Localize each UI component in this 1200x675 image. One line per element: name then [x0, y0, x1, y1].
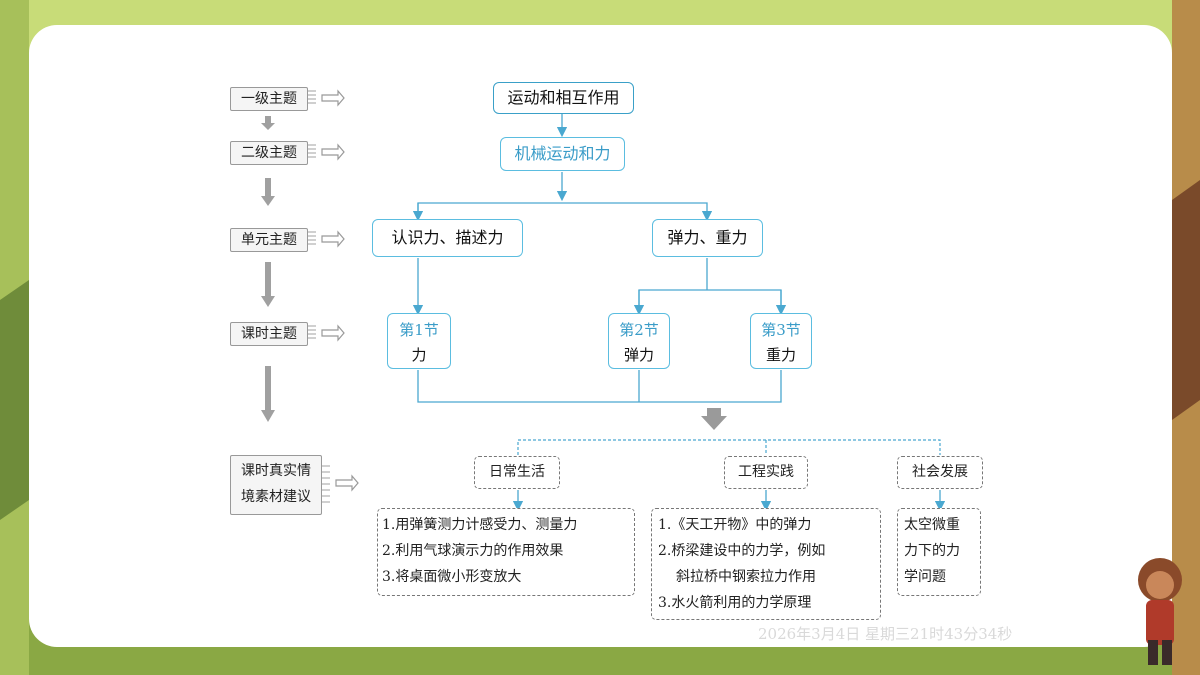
section-2-name: 弹力 — [623, 346, 654, 364]
daily-item-1: 1.用弹簧测力计感受力、测量力 — [382, 517, 578, 533]
daily-examples-box: 1.用弹簧测力计感受力、测量力 2.利用气球演示力的作用效果 3.将桌面微小形变… — [377, 508, 635, 596]
daily-item-3: 3.将桌面微小形变放大 — [382, 569, 522, 585]
engineering-item-3: 3.水火箭利用的力学原理 — [658, 595, 812, 611]
social-examples-box: 太空微重 力下的力 学问题 — [897, 508, 981, 596]
level-label-5: 课时真实情 境素材建议 — [230, 455, 322, 515]
level-label-5-line2: 境素材建议 — [241, 489, 311, 505]
engineering-item-2: 2.桥梁建设中的力学，例如 — [658, 543, 826, 559]
level-label-3: 单元主题 — [230, 228, 308, 252]
category-social: 社会发展 — [897, 456, 983, 489]
engineering-item-1: 1.《天工开物》中的弹力 — [658, 517, 812, 533]
section-1-name: 力 — [411, 346, 427, 364]
section-box-3: 第3节 重力 — [750, 313, 812, 369]
level-label-2: 二级主题 — [230, 141, 308, 165]
social-line-1: 太空微重 — [904, 517, 960, 533]
section-3-name: 重力 — [765, 346, 796, 364]
section-box-1: 第1节 力 — [387, 313, 451, 369]
unit-box-1: 认识力、描述力 — [372, 219, 523, 257]
level-label-5-line1: 课时真实情 — [241, 463, 311, 479]
section-3-number: 第3节 — [761, 321, 801, 339]
category-engineering: 工程实践 — [724, 456, 808, 489]
social-line-2: 力下的力 — [904, 543, 960, 559]
daily-item-2: 2.利用气球演示力的作用效果 — [382, 543, 564, 559]
top-topic-box: 运动和相互作用 — [493, 82, 634, 114]
category-daily: 日常生活 — [474, 456, 560, 489]
level-label-4: 课时主题 — [230, 322, 308, 346]
timestamp: 2026年3月4日 星期三21时43分34秒 — [758, 625, 1013, 643]
engineering-item-2-cont: 斜拉桥中钢索拉力作用 — [676, 569, 816, 585]
engineering-examples-box: 1.《天工开物》中的弹力 2.桥梁建设中的力学，例如 斜拉桥中钢索拉力作用 3.… — [651, 508, 881, 620]
section-1-number: 第1节 — [399, 321, 439, 339]
section-2-number: 第2节 — [619, 321, 659, 339]
cartoon-character-icon — [1138, 558, 1182, 665]
unit-box-2: 弹力、重力 — [652, 219, 763, 257]
social-line-3: 学问题 — [904, 569, 946, 585]
level-label-1: 一级主题 — [230, 87, 308, 111]
section-box-2: 第2节 弹力 — [608, 313, 670, 369]
second-topic-box: 机械运动和力 — [500, 137, 625, 171]
